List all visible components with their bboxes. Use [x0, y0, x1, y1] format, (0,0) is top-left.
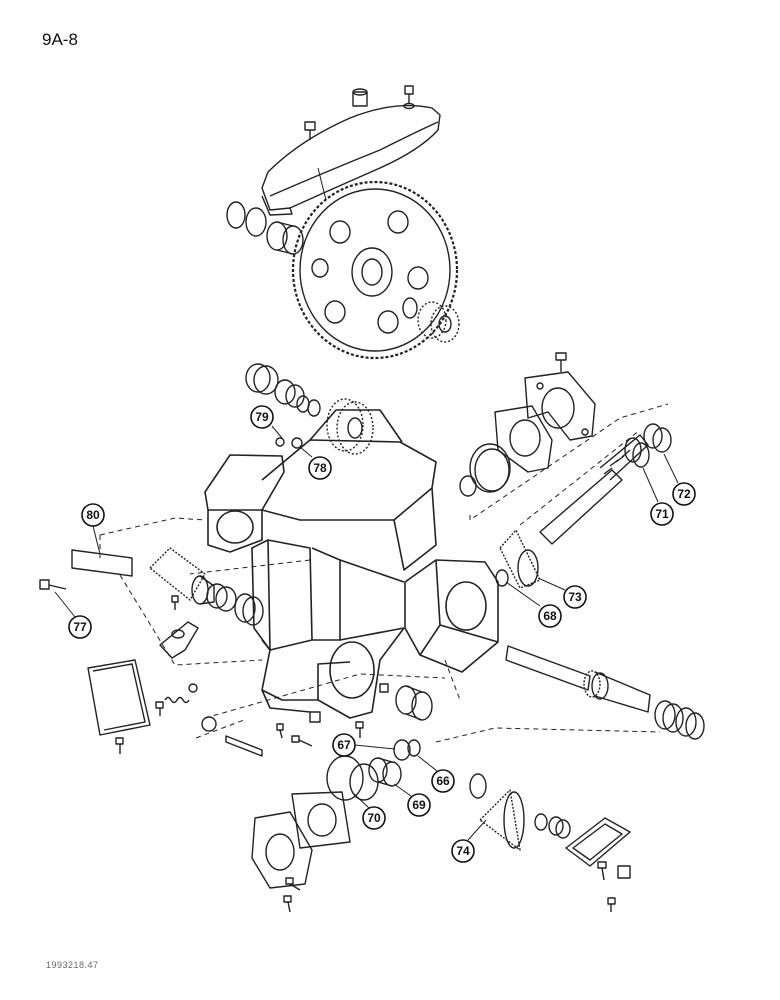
callout-80-label: 80 — [86, 508, 100, 522]
bearing-cone — [624, 437, 650, 468]
bushing — [395, 685, 433, 721]
callout-79-label: 79 — [255, 410, 269, 424]
bolt — [355, 721, 364, 738]
washer — [402, 297, 418, 319]
callout-72: 72 — [663, 453, 696, 506]
cover-plate-80 — [71, 549, 133, 577]
seal — [459, 475, 477, 497]
callout-72-label: 72 — [677, 487, 691, 501]
left-output-shaft — [149, 547, 215, 605]
callout-67-label: 67 — [337, 738, 351, 752]
plug — [291, 437, 303, 449]
spur-gear — [326, 398, 374, 455]
bearing-cover — [251, 811, 313, 889]
callout-70: 70 — [351, 791, 386, 830]
bolt — [115, 737, 124, 754]
input-shaft — [539, 434, 649, 545]
bevel-gear-74 — [479, 789, 525, 851]
callout-73-label: 73 — [568, 590, 582, 604]
bolt — [597, 861, 607, 881]
o-ring — [469, 443, 511, 493]
bearing-cone — [675, 707, 705, 740]
bolt — [285, 877, 301, 891]
callout-77-label: 77 — [73, 620, 87, 634]
thrust-washer — [245, 207, 267, 237]
callout-80: 80 — [81, 503, 105, 555]
callout-67: 67 — [332, 733, 396, 757]
pinion-gear — [417, 301, 460, 343]
bearing-retainer — [524, 371, 596, 441]
cover-bolt — [403, 85, 415, 110]
callout-74-label: 74 — [456, 844, 470, 858]
cross-shaft — [225, 735, 263, 757]
page-label: 9A-8 — [42, 30, 78, 49]
cover-bolt — [304, 121, 316, 140]
callout-68-label: 68 — [543, 609, 557, 623]
top-cover — [261, 104, 441, 216]
washer — [534, 813, 548, 831]
bolt — [276, 723, 284, 739]
bevel-pinion — [499, 529, 541, 589]
callout-71: 71 — [642, 467, 674, 526]
snap-ring — [226, 201, 246, 229]
detent-spring — [164, 683, 198, 704]
callout-79: 79 — [250, 405, 283, 439]
dowel-pin — [275, 437, 285, 447]
gasket — [291, 791, 351, 849]
bearing-cup — [234, 593, 264, 626]
thrust-washer — [469, 773, 487, 799]
bearing-cup — [245, 363, 279, 395]
bearing — [548, 816, 571, 839]
callout-66-label: 66 — [436, 774, 450, 788]
bolt — [607, 897, 616, 912]
bearing — [206, 583, 237, 612]
assembly-guide-lines — [99, 403, 669, 743]
plug — [379, 683, 389, 693]
callout-77: 77 — [54, 591, 92, 639]
side-cover — [87, 659, 151, 736]
callout-68: 68 — [505, 581, 562, 628]
callout-78-label: 78 — [313, 461, 327, 475]
bearing-cup — [654, 700, 684, 733]
bull-gear — [291, 180, 459, 360]
bearing-69 — [368, 757, 402, 787]
cap-bolt — [555, 352, 567, 372]
shift-fork — [159, 621, 199, 659]
callout-78: 78 — [299, 446, 332, 480]
transmission-housing — [204, 409, 499, 719]
breather-plug — [352, 88, 368, 107]
snap-ring-66 — [407, 739, 421, 757]
callout-70-label: 70 — [367, 811, 381, 825]
right-output-shaft — [505, 645, 651, 713]
bearing — [266, 221, 304, 255]
plug — [309, 711, 321, 723]
callout-69: 69 — [393, 783, 431, 817]
hex-bolt-77 — [39, 579, 67, 590]
spacer — [296, 395, 321, 417]
callout-73: 73 — [537, 577, 587, 609]
catalog-code: 1993218.47 — [46, 960, 99, 970]
dowel — [201, 716, 217, 732]
bolt — [283, 895, 292, 913]
callout-66: 66 — [417, 755, 455, 793]
bearing-cup — [643, 423, 672, 453]
washer-67 — [393, 739, 411, 761]
bearing-cone — [274, 379, 305, 408]
inspection-cover — [565, 817, 631, 867]
fork-bolt — [171, 595, 179, 610]
callouts: 79 78 72 71 80 73 — [54, 405, 696, 863]
bolt — [291, 735, 313, 747]
callout-71-label: 71 — [655, 507, 669, 521]
callout-69-label: 69 — [412, 798, 426, 812]
bolt — [155, 701, 164, 716]
plug — [617, 865, 631, 879]
callout-74: 74 — [451, 819, 487, 863]
